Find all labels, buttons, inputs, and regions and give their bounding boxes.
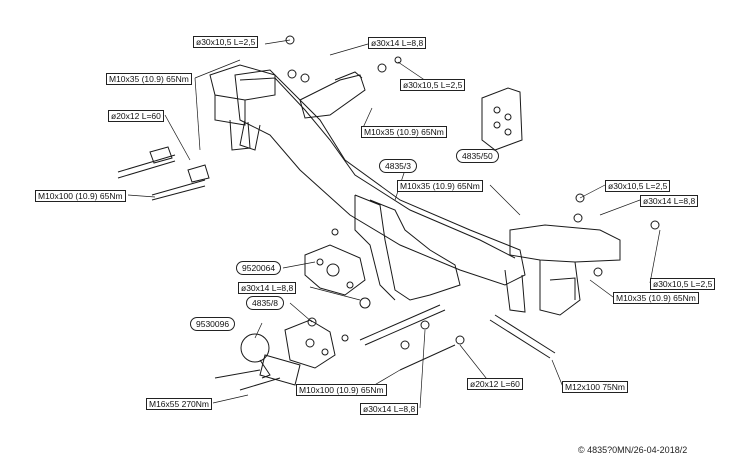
left-spacers bbox=[117, 146, 210, 201]
label-washer-right-2: ø30x14 L=8,8 bbox=[640, 195, 699, 207]
label-bolt-left: M10x100 (10.9) 65Nm bbox=[35, 190, 126, 202]
center-plate bbox=[354, 194, 461, 301]
label-bolt-bottom: M10x100 (10.9) 65Nm bbox=[296, 384, 387, 396]
kit-box bbox=[481, 87, 523, 151]
ball-plate bbox=[259, 319, 336, 386]
socket-plate bbox=[304, 244, 366, 296]
label-plate: 4835/8 bbox=[246, 296, 284, 310]
label-washer-right-3: ø30x10,5 L=2,5 bbox=[650, 278, 716, 290]
label-spacer-bottom: ø20x12 L=60 bbox=[467, 378, 523, 390]
label-washer-right-1: ø30x10,5 L=2,5 bbox=[605, 180, 671, 192]
label-ball: 9530096 bbox=[190, 317, 236, 331]
right-bracket bbox=[504, 224, 621, 316]
label-washer-top-mid: ø30x14 L=8,8 bbox=[368, 37, 427, 49]
leader-lines bbox=[127, 39, 661, 409]
footer-code: © 4835?0MN/26-04-2018/2 bbox=[578, 445, 688, 455]
label-washer-mid-left: ø30x14 L=8,8 bbox=[238, 282, 297, 294]
label-socket-plate: 9520064 bbox=[236, 261, 282, 275]
label-bolt-top-left: M10x35 (10.9) 65Nm bbox=[106, 73, 192, 85]
bottom-bolts bbox=[214, 228, 556, 391]
left-bracket bbox=[209, 64, 276, 151]
label-part-bar: 4835/3 bbox=[379, 159, 417, 173]
crossbar bbox=[234, 69, 526, 286]
label-spacer-left: ø20x12 L=60 bbox=[108, 110, 164, 122]
label-bolt-right-top: M10x35 (10.9) 65Nm bbox=[397, 180, 483, 192]
label-washer-bottom: ø30x14 L=8,8 bbox=[360, 403, 419, 415]
label-washer-top-left: ø30x10,5 L=2,5 bbox=[193, 36, 259, 48]
label-bolt-ball: M16x55 270Nm bbox=[146, 398, 213, 410]
tow-ball bbox=[240, 333, 271, 379]
label-bolt-m12: M12x100 75Nm bbox=[562, 381, 629, 393]
label-kit-box: 4835/50 bbox=[456, 149, 499, 163]
top-middle-bracket bbox=[299, 71, 366, 119]
label-bolt-top-mid: M10x35 (10.9) 65Nm bbox=[361, 126, 447, 138]
washers bbox=[285, 35, 660, 327]
label-washer-top-right: ø30x10,5 L=2,5 bbox=[400, 79, 466, 91]
label-bolt-right-bottom: M10x35 (10.9) 65Nm bbox=[613, 292, 699, 304]
